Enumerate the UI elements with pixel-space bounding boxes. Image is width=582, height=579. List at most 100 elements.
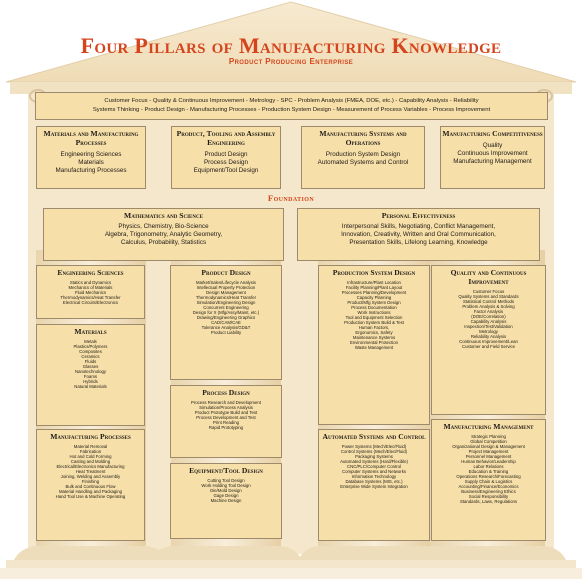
detail-item: Ergonomics, Safety <box>355 330 393 336</box>
pillar-title: Product, Tooling and Assembly Engineerin… <box>176 129 276 147</box>
detail-item: Information Technology <box>351 474 397 480</box>
detail-title: Manufacturing Processes <box>50 432 131 441</box>
column-base <box>298 546 452 560</box>
detail-item: Mechanics of Materials <box>68 284 113 290</box>
foundation-line: Presentation Skills, Lifelong Learning, … <box>349 238 488 246</box>
foundation-label: Foundation <box>267 193 315 203</box>
foundation-math-science: Mathematics and Science Physics, Chemist… <box>43 208 284 261</box>
detail-item: Die/Mold Design <box>210 487 242 493</box>
pillar-product-tooling: Product, Tooling and Assembly Engineerin… <box>171 126 281 189</box>
detail-item: Packaging Systems <box>355 453 393 459</box>
foundation-line: Algebra, Trigonometry, Analytic Geometry… <box>104 230 223 238</box>
detail-manufacturing-management: Manufacturing Management Strategic Plann… <box>431 419 546 541</box>
detail-item: Power Systems (Mech/Elec/Fluid) <box>341 443 407 449</box>
detail-item: Fluids <box>84 358 97 364</box>
detail-item: Continuous Improvement/Lean <box>459 339 518 345</box>
detail-item: Material Removal <box>73 443 108 449</box>
pillar-item: Product Design <box>204 150 248 158</box>
detail-item: Waste Management <box>354 345 394 351</box>
detail-item: Process Documentation <box>351 305 397 311</box>
temple-step <box>6 560 576 568</box>
detail-title: Automated Systems and Control <box>322 432 426 441</box>
detail-item: Finishing <box>81 479 100 485</box>
detail-item: Product Prototype Build and Test <box>194 409 258 415</box>
detail-item: Problem Analysis & Solving <box>462 303 515 309</box>
detail-item: Metals <box>84 338 97 344</box>
detail-title: Process Design <box>202 388 250 397</box>
detail-product-design: Product Design Market/Sales/Lifecycle An… <box>170 265 282 380</box>
detail-item: Hybrids <box>83 379 98 385</box>
detail-title: Equipment/Tool Design <box>189 466 263 475</box>
foundation-title: Personal Effectiveness <box>381 211 456 220</box>
detail-title: Materials <box>74 327 107 336</box>
detail-item: Supply Chain & Logistics <box>464 479 513 485</box>
detail-item: Infrastructure/Plant Location <box>347 279 401 285</box>
pillar-item: Materials <box>78 158 104 166</box>
detail-item: Inspection/Test/Validation <box>464 323 513 329</box>
detail-item: Foams <box>83 374 98 380</box>
detail-item: Casting and Molding <box>70 458 111 464</box>
detail-item: Customer Focus <box>472 288 505 294</box>
banner-line-1: Customer Focus - Quality & Continuous Im… <box>104 98 479 104</box>
detail-item: Composites <box>79 348 102 354</box>
detail-item: Design Management <box>206 289 246 295</box>
detail-item: Fabrication <box>79 448 102 454</box>
detail-item: Plastics/Polymers <box>73 343 108 349</box>
pillar-materials-processes: Materials and Manufacturing Processes En… <box>36 126 146 189</box>
detail-item: Standards, Laws, Regulations <box>459 499 518 505</box>
detail-item: Nanotechnology <box>74 369 107 375</box>
detail-item: Material Handling and Packaging <box>58 489 123 495</box>
detail-item: Fluid Mechanics <box>74 289 107 295</box>
detail-item: Work Instructions <box>357 310 391 316</box>
foundation-line: Interpersonal Skills, Negotiating, Confl… <box>341 222 496 230</box>
column-base <box>14 546 168 560</box>
pillar-title: Manufacturing Competitiveness <box>442 129 543 138</box>
detail-item: Simulation/Engineering Design <box>196 299 256 305</box>
detail-item: Electrical Circuits/Electronics <box>62 299 119 305</box>
detail-item: Concurrent Engineering <box>203 305 249 311</box>
detail-item: Processes Planning/Development <box>341 289 407 295</box>
detail-item: Factor Analysis <box>473 308 504 314</box>
detail-quality: Quality and Continuous Improvement Custo… <box>431 265 546 415</box>
detail-item: Project Management <box>468 448 509 454</box>
detail-item: Gage Design <box>213 492 239 498</box>
detail-item: Natural Materials <box>74 384 107 390</box>
detail-manufacturing-processes: Manufacturing Processes Material Removal… <box>36 429 145 541</box>
detail-item: Product/Mfg System Design <box>347 299 401 305</box>
detail-item: Maintenance Systems <box>352 335 396 341</box>
pillar-item: Production System Design <box>325 150 401 158</box>
detail-item: CAD/CAM/CAE <box>211 320 241 326</box>
detail-item: (DOE/Correlation) <box>471 313 506 319</box>
pillar-item: Continuous Improvement <box>457 149 528 157</box>
detail-item: Thermodynamics/Heat Transfer <box>195 294 257 300</box>
detail-item: Bulk and Continuous Flow <box>65 484 116 490</box>
detail-item: Labor Relations <box>473 464 504 470</box>
detail-item: CNC/PLC/Computer Control <box>347 463 401 469</box>
detail-item: Cutting Tool Design <box>207 477 245 483</box>
pillar-item: Engineering Sciences <box>60 150 122 158</box>
detail-item: Enterprise Wide System Integration <box>340 484 408 490</box>
foundation-personal-effectiveness: Personal Effectiveness Interpersonal Ski… <box>297 208 540 261</box>
entablature <box>10 82 572 94</box>
foundation-line: Physics, Chemistry, Bio-Science <box>118 222 209 230</box>
detail-item: Operations Research/Forecasting <box>456 474 521 480</box>
detail-item: Market/Sales/Lifecycle Analysis <box>196 279 256 285</box>
column-base <box>418 546 566 560</box>
detail-list: Power Systems (Mech/Elec/Fluid)Control S… <box>319 444 429 489</box>
banner-line-2: Systems Thinking - Product Design - Manu… <box>92 107 491 113</box>
pillar-item: Manufacturing Management <box>453 157 532 165</box>
detail-item: Human Factors, <box>358 325 390 331</box>
detail-item: Social Responsibility <box>468 494 509 500</box>
detail-title: Product Design <box>201 268 251 277</box>
detail-item: Ceramics <box>81 353 100 359</box>
detail-process-design: Process Design Process Research and Deve… <box>170 385 282 458</box>
detail-item: Control Systems (Mech/Elec/Fluid) <box>340 448 408 454</box>
detail-item: Heat Treatment <box>75 469 106 475</box>
detail-item: Quality Systems and Standards <box>458 293 519 299</box>
